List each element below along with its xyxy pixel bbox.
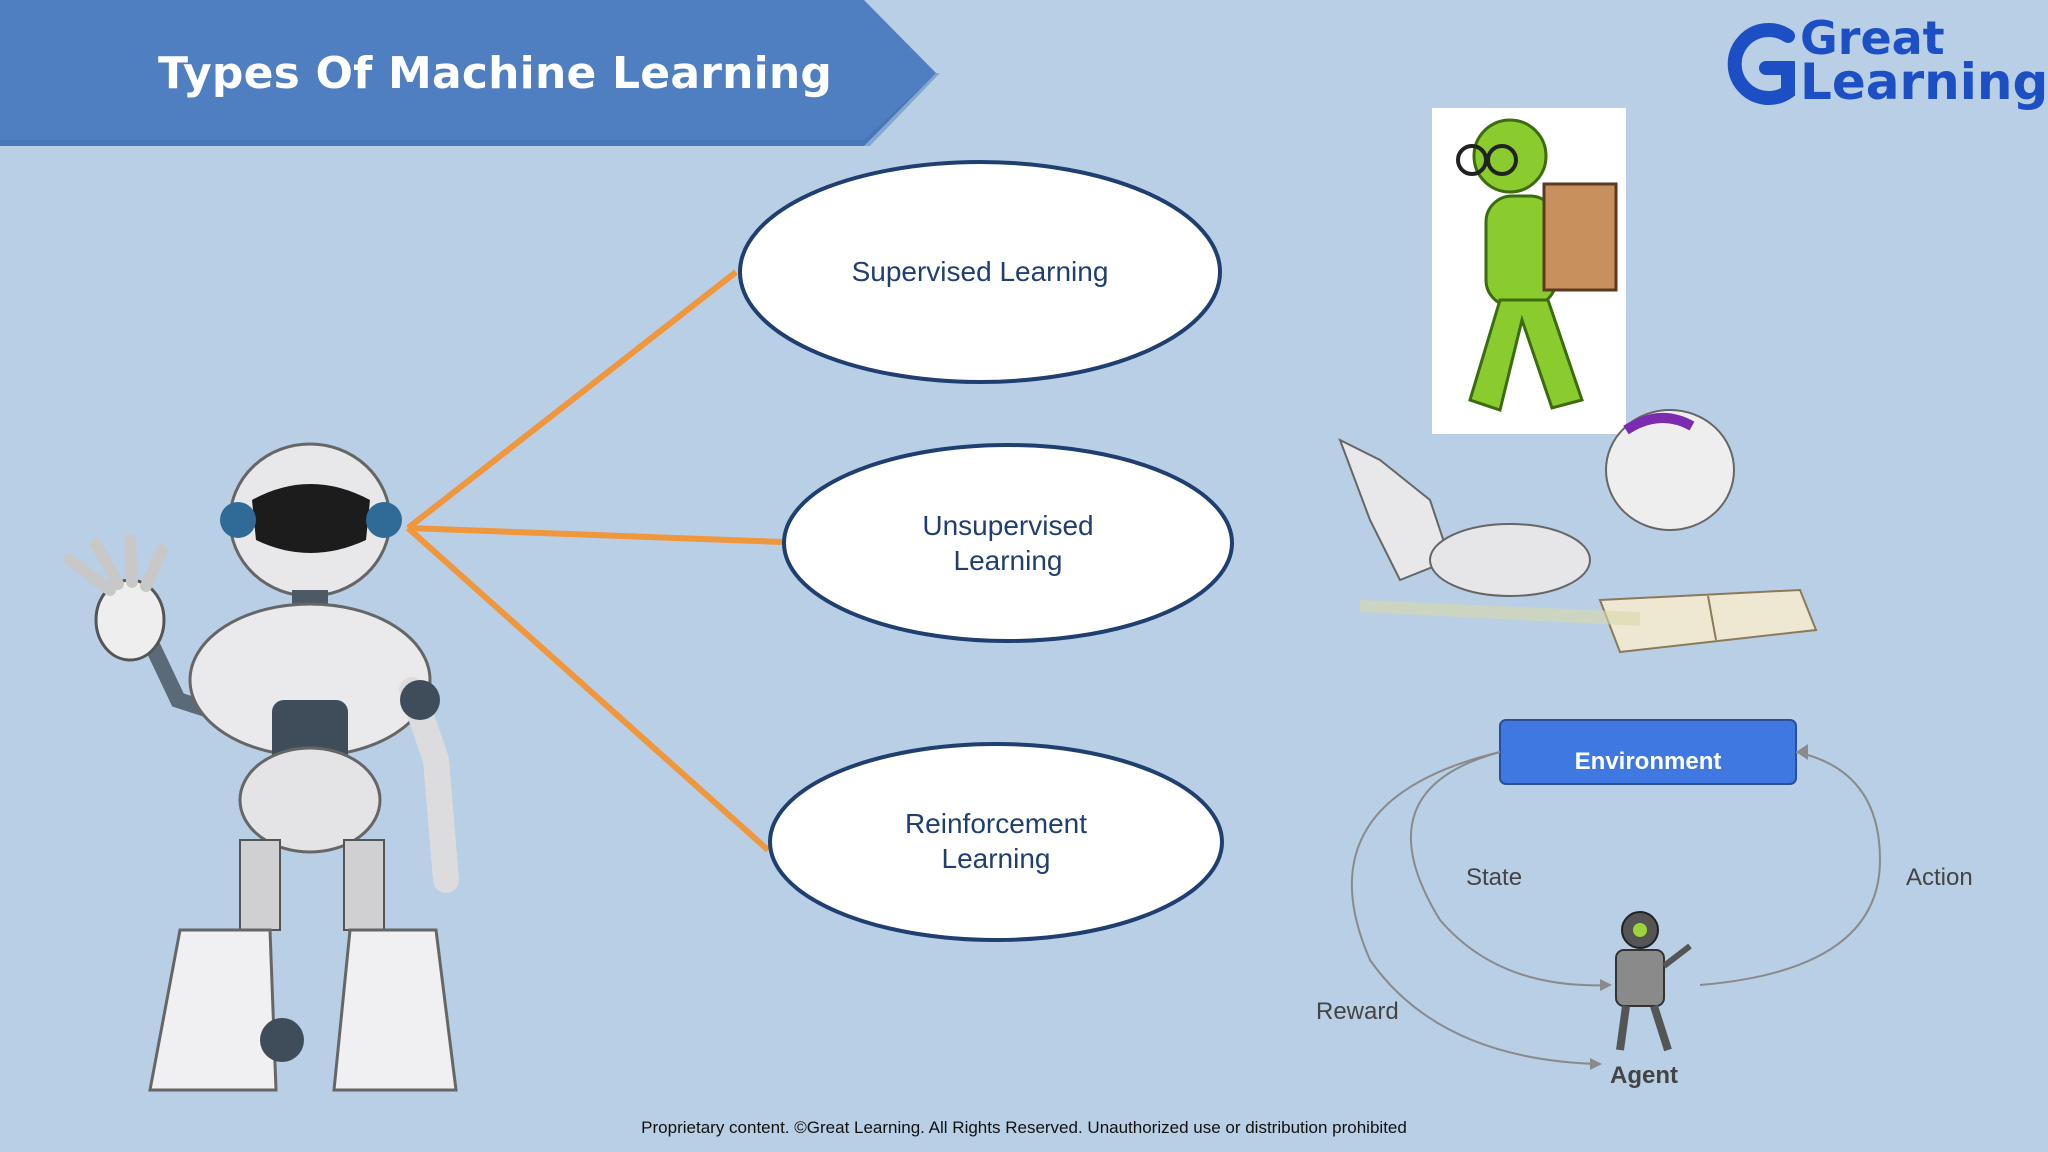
agent-label: Agent [1610,1062,1678,1089]
title-banner [0,0,940,146]
reward-label: Reward [1316,998,1399,1025]
page-title: Types Of Machine Learning [158,48,833,99]
ellipse-supervised [738,160,1222,384]
logo-text: Great Learning [1800,11,2048,111]
label-supervised-learning: Supervised Learning [851,256,1109,287]
environment-label: Environment [1574,748,1722,775]
label-reinforcement-learning: Reinforcement Learning [904,808,1088,874]
ellipse-unsupervised [782,443,1234,643]
action-label: Action [1906,864,1973,891]
connector-lines [405,269,783,853]
state-label: State [1466,864,1523,891]
agent-robot [1615,911,1692,1052]
label-unsupervised-learning: Unsupervised Learning [922,510,1094,576]
reading-robot-image [1338,409,1818,654]
ellipse-reinforcement [768,742,1224,942]
footer-copyright: Proprietary content. ©Great Learning. Al… [641,1118,1407,1137]
great-learning-logo [1727,23,1795,105]
rl-cycle-diagram [1350,719,1882,1070]
robot-illustration [64,442,459,1092]
teacher-figure-image [1432,108,1626,434]
